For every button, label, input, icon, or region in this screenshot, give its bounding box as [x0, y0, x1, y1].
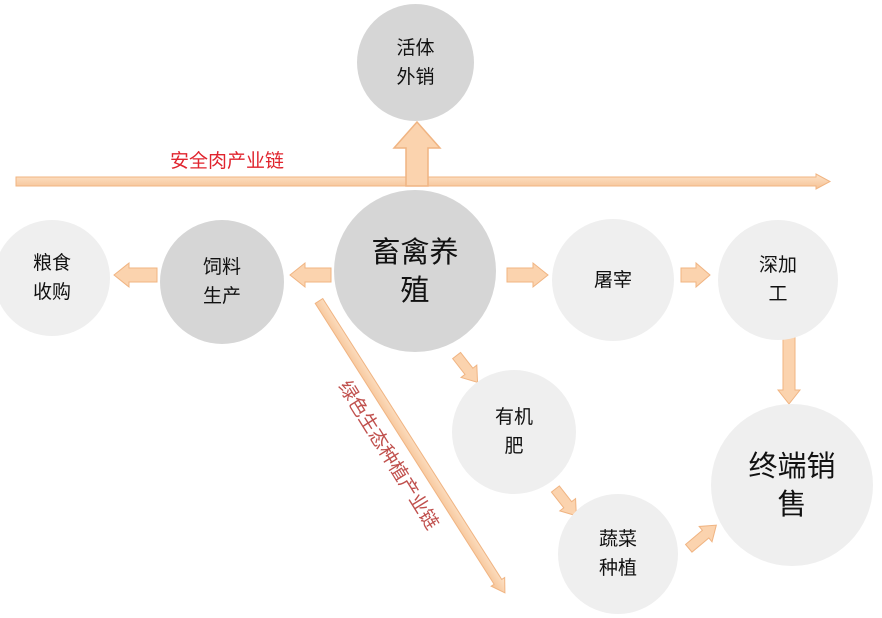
node-feed-production: 饲料 生产 [160, 220, 284, 344]
arrow-fertilizer-to-vegetable [550, 485, 577, 517]
node-vegetable-planting: 蔬菜 种植 [558, 494, 678, 614]
node-live-sales-label: 活体 外销 [396, 36, 435, 88]
green-planting-chain-arrow [314, 297, 506, 594]
node-terminal-sales-label: 终端销 售 [748, 449, 836, 521]
arrow-breeding-to-fertilizer [451, 351, 479, 384]
node-deep-processing-label: 深加 工 [758, 254, 797, 305]
node-organic-fertilizer: 有机 肥 [452, 370, 576, 494]
node-slaughter: 屠宰 [552, 219, 674, 341]
node-deep-processing: 深加 工 [718, 220, 838, 340]
node-livestock-breeding: 畜禽养 殖 [334, 190, 496, 352]
node-feed-production-label: 饲料 生产 [202, 256, 241, 307]
arrow-processing-to-terminal [776, 335, 802, 405]
arrow-feed-to-grain [113, 261, 158, 289]
node-organic-fertilizer-label: 有机 肥 [494, 406, 533, 457]
arrow-breeding-to-feed [289, 261, 332, 289]
safe-meat-chain-label: 安全肉产业链 [170, 150, 285, 172]
arrow-vegetable-to-terminal [684, 524, 717, 553]
node-live-sales: 活体 外销 [357, 4, 474, 121]
node-livestock-breeding-label: 畜禽养 殖 [371, 235, 459, 307]
node-grain-purchase: 粮食 收购 [0, 220, 110, 336]
arrow-up-to-live-sales [392, 120, 442, 187]
arrow-slaughter-to-processing [680, 261, 711, 289]
node-vegetable-planting-label: 蔬菜 种植 [598, 528, 637, 579]
node-terminal-sales: 终端销 售 [711, 404, 873, 566]
arrow-breeding-to-slaughter [506, 261, 549, 289]
node-slaughter-label: 屠宰 [593, 268, 632, 291]
node-grain-purchase-label: 粮食 收购 [32, 252, 71, 303]
